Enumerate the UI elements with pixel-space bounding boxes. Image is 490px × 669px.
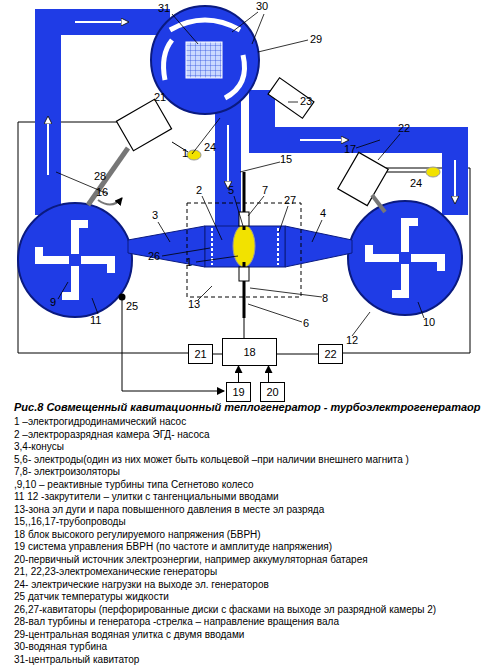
- callout-number: 22: [398, 122, 410, 134]
- turbine-left: [18, 203, 132, 317]
- wire-connector: [277, 354, 318, 355]
- box-label: 22: [324, 348, 336, 360]
- cone-4: [285, 226, 352, 267]
- wire-connector: [213, 354, 222, 355]
- callout-number: 1: [182, 147, 188, 159]
- callout-number: 2: [196, 184, 202, 196]
- callout-number: 12: [346, 334, 358, 346]
- turbine-right: [348, 201, 462, 315]
- key-line: 25 датчик температуры жидкости: [14, 591, 169, 603]
- key-line: 15,,16,17-трубопроводы: [14, 516, 126, 528]
- key-line: ,9,10 – реактивные турбины типа Сегнетов…: [14, 479, 254, 491]
- callout-number: 11: [90, 314, 101, 326]
- callout-number: 9: [50, 296, 56, 308]
- block-box: 18: [222, 338, 277, 366]
- callout-number: 8: [322, 292, 328, 304]
- key-line: 19 система управления БВРН (по частоте и…: [14, 541, 332, 553]
- callout-number: 4: [320, 207, 326, 219]
- key-line: 11 12 -закрутители – улитки с тангенциал…: [14, 491, 279, 503]
- callout-number: 23: [300, 95, 312, 107]
- box-label: 19: [232, 386, 244, 398]
- box-label: 20: [266, 386, 278, 398]
- wire-connector: [238, 366, 239, 382]
- callout-number: 30: [256, 0, 268, 12]
- callout-number: 29: [310, 33, 322, 45]
- key-line: 13-зона эл дуги и пара повышенного давле…: [14, 504, 324, 516]
- callout-number: 7: [262, 184, 268, 196]
- load-24: [426, 167, 440, 177]
- box-label: 18: [243, 346, 255, 358]
- generator-22: [338, 152, 388, 205]
- callout-number: 5: [228, 184, 234, 196]
- callout-number: 25: [126, 300, 138, 312]
- key-line: 2 –электроразрядная камера ЭГД- насоса: [14, 429, 210, 441]
- callout-number: 17: [344, 143, 356, 155]
- shaft: [372, 195, 385, 212]
- figure-title: Рис.8 Совмещенный кавитационный теплоген…: [14, 401, 480, 413]
- key-line: 21, 22,23-электромеханические генераторы: [14, 566, 217, 578]
- callout-number: 13: [188, 298, 200, 310]
- key-line: 31-центральный кавитатор: [14, 654, 139, 666]
- key-line: 7,8- электроизоляторы: [14, 466, 120, 478]
- callout-number: 28: [94, 170, 106, 182]
- block-box: 22: [318, 344, 343, 364]
- key-line: 24- электрические нагрузки на выходе эл.…: [14, 579, 269, 591]
- shaft: [88, 148, 128, 205]
- callout-number: 15: [280, 153, 292, 165]
- block-box: 21: [188, 344, 213, 364]
- key-line: 5,6- электроды(один из них может быть ко…: [14, 454, 409, 466]
- box-label: 21: [194, 348, 206, 360]
- callout-number: 24: [410, 177, 422, 189]
- generator-21: [116, 99, 171, 150]
- key-line: 3,4-конусы: [14, 441, 64, 453]
- leader-lines: [56, 12, 424, 336]
- key-line: 26,27-кавитаторы (перфорированные диски …: [14, 604, 436, 616]
- rotation-arrow: [98, 198, 122, 205]
- insulator: [239, 267, 249, 281]
- zone-13: [187, 203, 301, 297]
- wire-connector: [268, 366, 269, 382]
- key-line: 28-вал турбины и генератора -стрелка – н…: [14, 616, 339, 628]
- callout-number: 26: [148, 250, 160, 262]
- callout-number: 24: [204, 141, 216, 153]
- key-line: 29-центральная водяная улитка с двумя вв…: [14, 629, 244, 641]
- block-box: 19: [226, 382, 251, 402]
- key-line: 20-первичный источник электроэнергии, на…: [14, 554, 368, 566]
- sensor: [119, 294, 126, 301]
- callout-number: 31: [158, 2, 170, 14]
- callout-number: 10: [423, 316, 435, 328]
- cone-3: [128, 226, 205, 267]
- pump: [151, 6, 259, 114]
- callout-number: 21: [154, 91, 166, 103]
- key-line: 18 блок высокого регулируемого напряжени…: [14, 529, 261, 541]
- callout-number: 16: [96, 186, 108, 198]
- callout-number: 6: [303, 317, 309, 329]
- block-box: 20: [260, 382, 285, 402]
- callout-number: 3: [152, 209, 158, 221]
- chamber: [205, 226, 285, 267]
- arc-zone: [233, 225, 255, 267]
- key-line: 1 –электрогидродинамический насос: [14, 416, 186, 428]
- callout-number: 27: [284, 194, 296, 206]
- generator-23: [268, 78, 314, 118]
- electrodes: [243, 172, 246, 318]
- callout-number: 1: [186, 256, 192, 268]
- key-line: 30-водяная турбина: [14, 641, 107, 653]
- wiring: [18, 122, 470, 391]
